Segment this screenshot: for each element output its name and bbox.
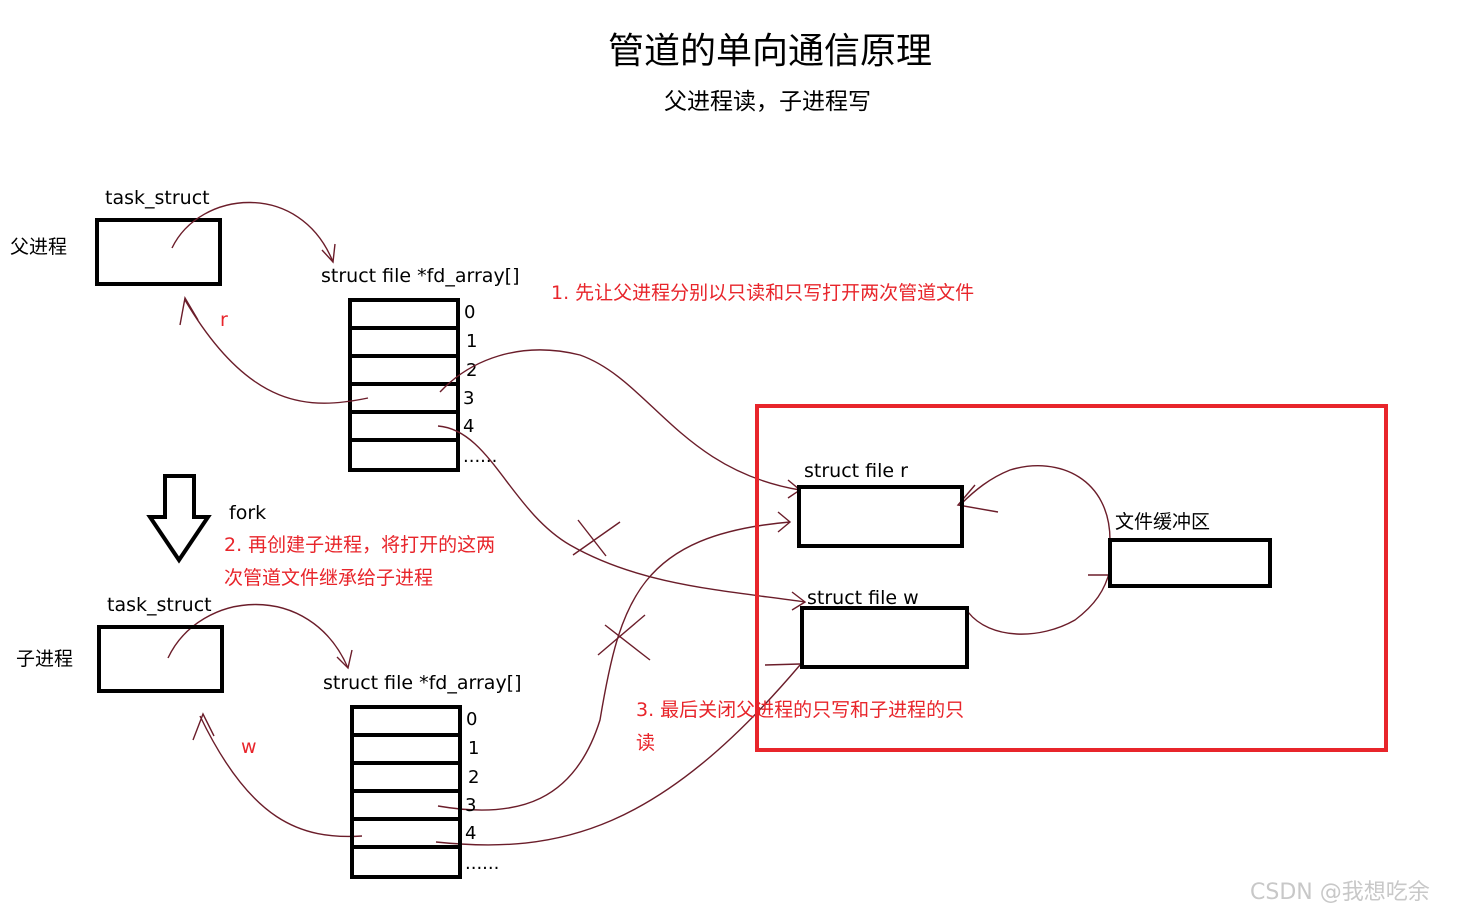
file-r-label: struct file r bbox=[804, 460, 908, 482]
parent-fd-slot-3 bbox=[348, 382, 460, 410]
step3-annotation-line1: 3. 最后关闭父进程的只写和子进程的只 bbox=[636, 699, 965, 721]
parent-fd-slot-1 bbox=[348, 326, 460, 354]
child-fd4-to-task-arrowhead bbox=[192, 712, 215, 741]
child-fd-slot-1 bbox=[350, 733, 462, 761]
step2-annotation-line2: 次管道文件继承给子进程 bbox=[224, 567, 434, 589]
diagram-title: 管道的单向通信原理 bbox=[608, 31, 933, 72]
pipe-kernel-frame bbox=[755, 404, 1388, 752]
child-fd-index-more: ...... bbox=[465, 853, 500, 874]
parent-fd-slot-2 bbox=[348, 354, 460, 382]
file-w-to-buffer-curve bbox=[967, 569, 1111, 635]
child-fd-slot-3 bbox=[350, 789, 462, 817]
child-fd-array-table bbox=[350, 705, 462, 879]
child-task-to-fd-curve bbox=[167, 604, 349, 669]
child-fd4-to-file-w-curve bbox=[435, 664, 801, 846]
parent-task-to-fd-curve bbox=[171, 201, 334, 263]
parent-fd4-to-file-w-curve bbox=[437, 425, 806, 603]
child-task-struct-box bbox=[97, 625, 224, 693]
child-write-label: w bbox=[241, 736, 257, 758]
parent-fd-slot-4 bbox=[348, 410, 460, 438]
parent-fd3-to-task-arrowhead bbox=[179, 296, 199, 326]
child-fd3-to-file-r-curve bbox=[437, 521, 791, 811]
file-w-label: struct file w bbox=[807, 587, 919, 609]
child-fd-array-label: struct file *fd_array[] bbox=[323, 672, 522, 694]
file-r-box bbox=[797, 485, 964, 548]
parent-fd-array-label: struct file *fd_array[] bbox=[321, 265, 520, 287]
child-close-cross-b bbox=[604, 624, 651, 661]
parent-fd-index-0: 0 bbox=[464, 302, 476, 323]
parent-fd2-to-file-r-curve bbox=[439, 349, 801, 491]
parent-close-cross-b bbox=[577, 519, 607, 557]
parent-fd-index-4: 4 bbox=[463, 416, 475, 437]
diagram-subtitle: 父进程读，子进程写 bbox=[664, 89, 871, 115]
step3-annotation-line2: 读 bbox=[636, 732, 656, 754]
parent-fd-index-more: ...... bbox=[463, 446, 498, 467]
parent-fd-index-3: 3 bbox=[463, 388, 475, 409]
parent-fd-slot-more bbox=[348, 438, 460, 472]
child-fd-index-0: 0 bbox=[466, 709, 478, 730]
parent-close-cross-a bbox=[572, 521, 621, 556]
csdn-watermark: CSDN @我想吃余 bbox=[1250, 880, 1430, 905]
child-fd3-to-file-r-arrowhead bbox=[777, 511, 792, 533]
child-task-struct-label: task_struct bbox=[107, 594, 212, 616]
child-fd-index-4: 4 bbox=[465, 823, 477, 844]
parent-fd-slot-0 bbox=[348, 298, 460, 326]
child-fd-index-3: 3 bbox=[465, 795, 477, 816]
parent-fd-index-2: 2 bbox=[466, 360, 478, 381]
file-w-box bbox=[800, 606, 969, 669]
buffer-to-file-r-curve bbox=[959, 465, 1111, 541]
child-close-cross-a bbox=[597, 614, 646, 656]
child-task-to-fd-arrowhead bbox=[336, 649, 353, 670]
buffer-label: 文件缓冲区 bbox=[1115, 511, 1211, 533]
fork-label: fork bbox=[229, 502, 267, 524]
child-process-label: 子进程 bbox=[16, 648, 74, 670]
parent-task-struct-label: task_struct bbox=[105, 187, 210, 209]
child-fd-index-2: 2 bbox=[468, 767, 480, 788]
parent-task-struct-box bbox=[95, 218, 222, 286]
child-fd-slot-2 bbox=[350, 761, 462, 789]
child-fd-slot-0 bbox=[350, 705, 462, 733]
parent-fd-array-table bbox=[348, 298, 460, 472]
child-fd-index-1: 1 bbox=[468, 738, 480, 759]
parent-fd3-to-task-curve bbox=[184, 299, 369, 404]
parent-task-to-fd-arrowhead bbox=[321, 243, 336, 264]
child-fd-slot-more bbox=[350, 845, 462, 879]
buffer-to-file-r-arrowhead bbox=[956, 484, 999, 513]
child-fd-slot-4 bbox=[350, 817, 462, 845]
step2-annotation-line1: 2. 再创建子进程，将打开的这两 bbox=[224, 534, 496, 556]
fork-arrow bbox=[146, 474, 212, 564]
child-fd4-to-task-curve bbox=[199, 715, 363, 838]
step1-annotation: 1. 先让父进程分别以只读和只写打开两次管道文件 bbox=[551, 282, 975, 304]
parent-read-label: r bbox=[220, 309, 228, 331]
parent-process-label: 父进程 bbox=[10, 236, 68, 258]
child-fd4-to-file-w-arrowhead bbox=[764, 663, 801, 666]
parent-fd-index-1: 1 bbox=[466, 331, 478, 352]
file-buffer-box bbox=[1108, 538, 1272, 588]
parent-fd4-to-file-w-arrowhead bbox=[791, 591, 807, 611]
